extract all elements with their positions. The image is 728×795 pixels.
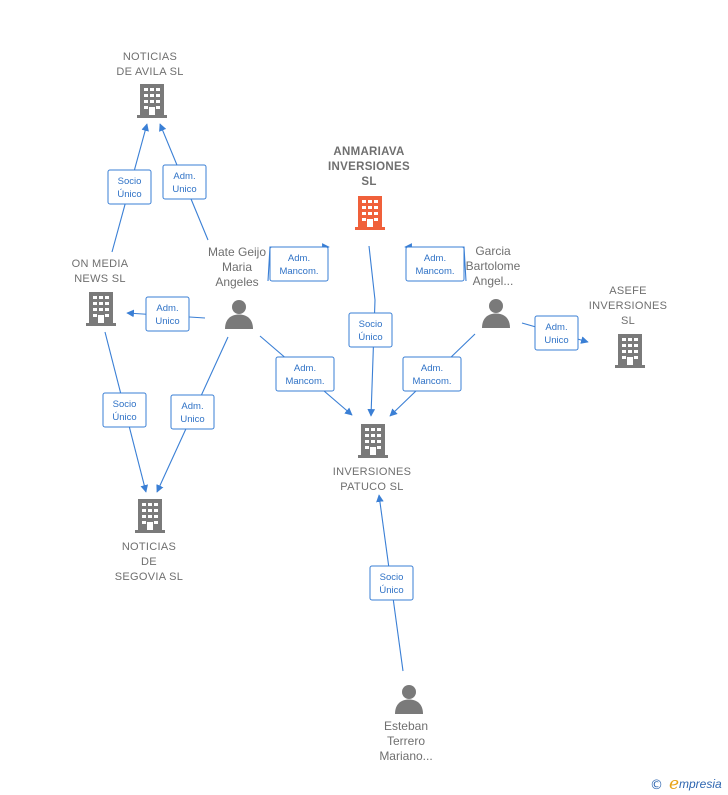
company-node-patuco[interactable]: INVERSIONES PATUCO SL	[333, 424, 412, 493]
company-name-line: ANMARIAVA	[333, 146, 404, 158]
person-name-line: Esteban	[384, 719, 428, 733]
edge-label-line: Adm.	[156, 303, 178, 314]
company-node-noticias-avila[interactable]: NOTICIAS DE AVILA SL	[116, 51, 183, 118]
company-node-segovia[interactable]: NOTICIAS DE SEGOVIA SL	[115, 499, 183, 583]
edge-label-line: Socio	[359, 319, 383, 330]
edge-label-line: Unico	[180, 414, 204, 425]
edge-label-line: Socio	[113, 399, 137, 410]
company-node-asefe[interactable]: ASEFE INVERSIONES SL	[589, 285, 668, 368]
person-name-line: Angeles	[215, 275, 258, 289]
company-name-line: NOTICIAS	[122, 541, 176, 553]
edge-label-line: Mancom.	[412, 376, 451, 387]
edge-label-line: Unico	[172, 184, 196, 195]
company-name-line: INVERSIONES	[333, 466, 412, 478]
edge-label-adm-mancom[interactable]: Adm. Mancom.	[275, 356, 335, 392]
edge-label-line: Mancom.	[415, 266, 454, 277]
edge-label-line: Adm.	[288, 253, 310, 264]
edge-label-adm-unico[interactable]: Adm. Unico	[170, 394, 215, 430]
person-name-line: Maria	[222, 260, 252, 274]
edge-label-socio-unico[interactable]: Socio Único	[348, 312, 393, 348]
edge-label-adm-unico[interactable]: Adm. Unico	[145, 296, 190, 332]
edge-label-adm-mancom[interactable]: Adm. Mancom.	[405, 246, 465, 282]
copyright-icon: ©	[650, 778, 663, 793]
edge-label-socio-unico[interactable]: Socio Único	[102, 392, 147, 428]
edge-line-anmariava-to-patuco	[367, 245, 376, 417]
edge-label-socio-unico[interactable]: Socio Único	[107, 169, 152, 205]
person-icon	[395, 685, 423, 714]
person-node-esteban[interactable]: Esteban Terrero Mariano...	[379, 685, 433, 763]
company-name-line: SEGOVIA SL	[115, 571, 183, 583]
edge-label-adm-unico[interactable]: Adm. Unico	[534, 315, 579, 351]
building-icon	[615, 334, 645, 368]
company-name-line: SL	[621, 315, 635, 327]
person-name-line: Angel...	[473, 274, 514, 288]
edge-label-line: Único	[112, 412, 136, 423]
person-node-mate[interactable]: Mate Geijo Maria Angeles	[208, 245, 266, 329]
building-icon	[358, 424, 388, 458]
person-name-line: Mariano...	[379, 749, 432, 763]
edge-label-line: Adm.	[424, 253, 446, 264]
person-name-line: Garcia	[475, 244, 511, 258]
edge-label-socio-unico[interactable]: Socio Único	[369, 565, 414, 601]
edge-label-line: Adm.	[181, 401, 203, 412]
edge-label-line: Socio	[380, 572, 404, 583]
company-node-anmariava[interactable]: ANMARIAVA INVERSIONES SL	[328, 146, 410, 230]
brand-logo-text: mpresia	[679, 777, 722, 791]
company-name-line: PATUCO SL	[340, 481, 403, 493]
building-icon	[137, 84, 167, 118]
person-icon	[225, 300, 253, 329]
person-name-line: Mate Geijo	[208, 245, 266, 259]
building-icon	[355, 196, 385, 230]
company-name-line: INVERSIONES	[328, 161, 410, 173]
person-name-line: Bartolome	[466, 259, 521, 273]
edge-label-line: Adm.	[545, 322, 567, 333]
edge-label-line: Unico	[544, 335, 568, 346]
edge-label-line: Socio	[118, 176, 142, 187]
company-name-line: NEWS SL	[74, 273, 126, 285]
person-name-line: Terrero	[387, 734, 425, 748]
company-name-line: ASEFE	[609, 285, 647, 297]
edge-label-line: Unico	[155, 316, 179, 327]
company-name-line: SL	[361, 176, 376, 188]
edge-label-adm-unico[interactable]: Adm. Unico	[162, 164, 207, 200]
brand-watermark: © e mpresia	[650, 774, 722, 794]
edge-label-line: Único	[117, 189, 141, 200]
company-name-line: INVERSIONES	[589, 300, 668, 312]
company-node-on-media[interactable]: ON MEDIA NEWS SL	[72, 258, 129, 326]
edge-label-line: Adm.	[421, 363, 443, 374]
company-name-line: DE AVILA SL	[116, 66, 183, 78]
company-name-line: ON MEDIA	[72, 258, 129, 270]
edge-label-line: Único	[358, 332, 382, 343]
edge-label-line: Mancom.	[285, 376, 324, 387]
company-name-line: NOTICIAS	[123, 51, 177, 63]
edge-label-adm-mancom[interactable]: Adm. Mancom.	[402, 356, 462, 392]
edge-label-adm-mancom[interactable]: Adm. Mancom.	[269, 246, 329, 282]
person-icon	[482, 299, 510, 328]
person-node-garcia[interactable]: Garcia Bartolome Angel...	[466, 244, 521, 328]
edge-label-line: Mancom.	[279, 266, 318, 277]
company-name-line: DE	[141, 556, 157, 568]
edge-label-line: Adm.	[294, 363, 316, 374]
edge-label-line: Adm.	[173, 171, 195, 182]
building-icon	[86, 292, 116, 326]
brand-logo-letter: e	[669, 774, 679, 794]
edge-label-line: Único	[379, 585, 403, 596]
building-icon	[135, 499, 165, 533]
